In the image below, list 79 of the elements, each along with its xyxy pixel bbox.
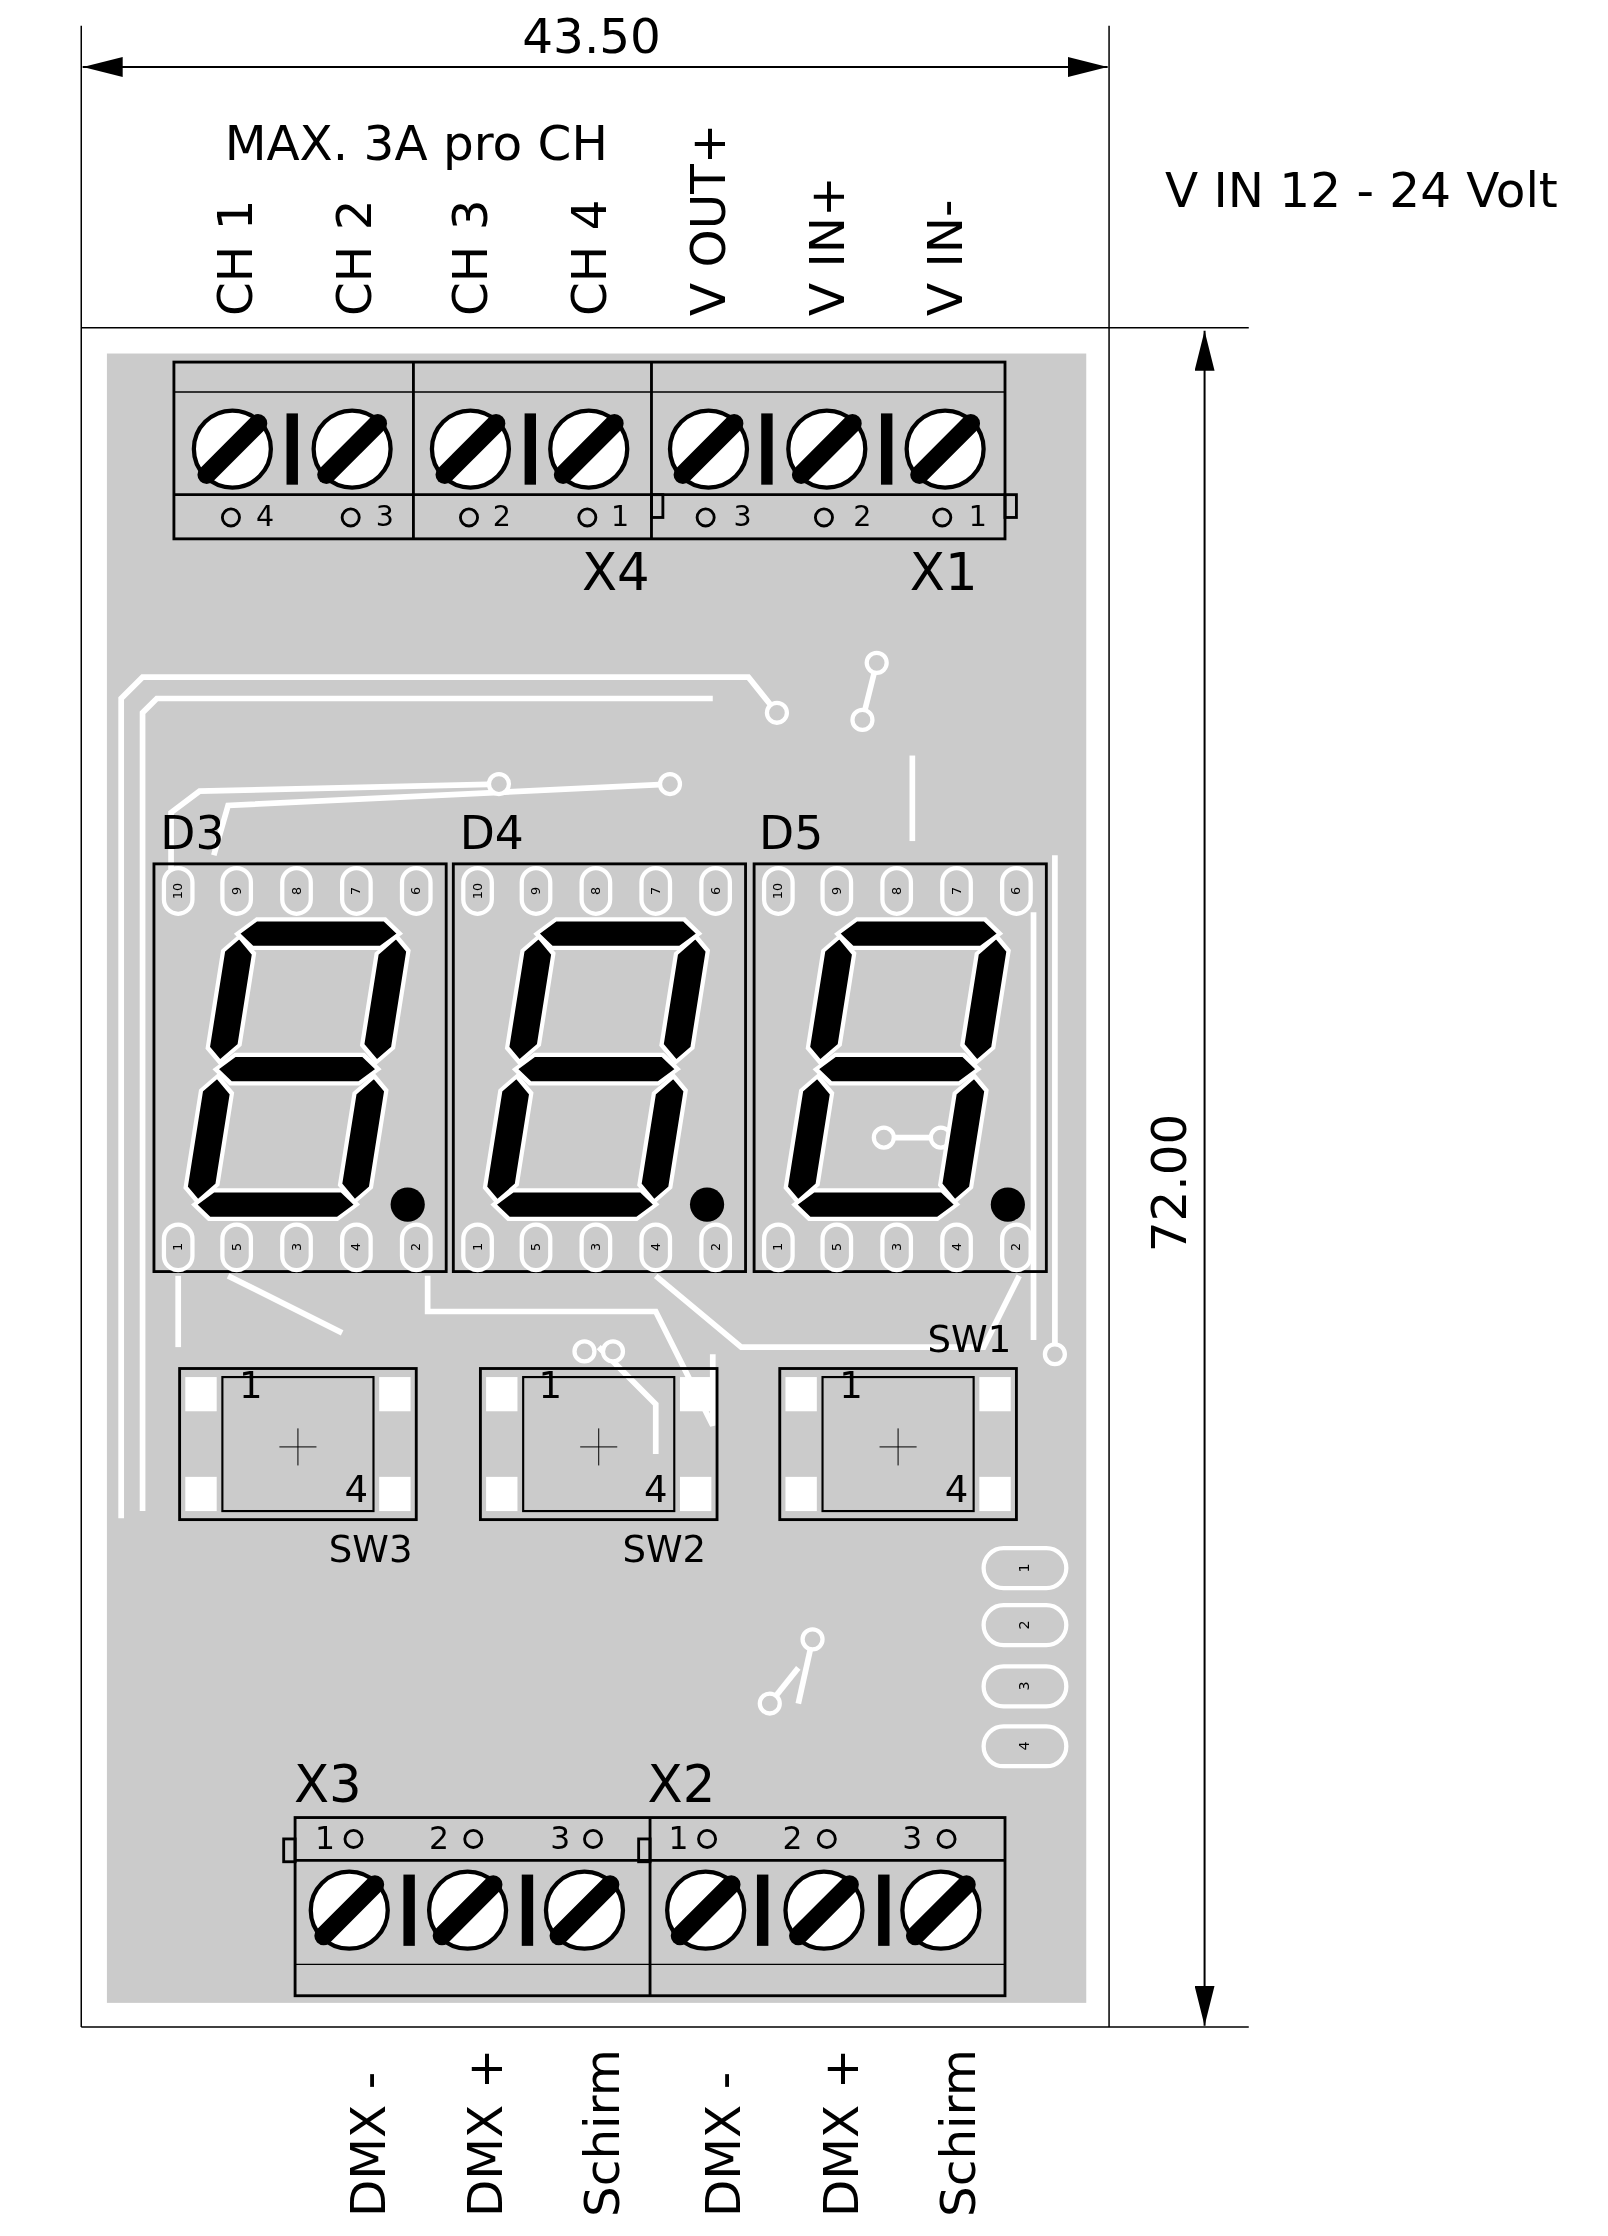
pin-number: 2 [1010,1243,1023,1252]
pin-number: 5 [830,1243,844,1252]
pin-number: 6 [1010,886,1023,896]
part-designator: SW2 [622,1531,707,1569]
pin-number: 2 [709,1243,722,1252]
terminal-label: CH 3 [446,199,495,317]
pin-number: 4 [1016,1741,1031,1751]
pin-number: 1 [668,1823,689,1855]
pin-number: 4 [643,1471,668,1509]
pin-number: 4 [649,1243,663,1252]
pin-number: 3 [589,1243,603,1252]
pin-number: 8 [589,886,603,896]
terminal-label: DMX - [343,2071,392,2217]
pin-number: 3 [733,503,752,532]
part-designator: X4 [581,547,650,599]
pin-number: 6 [409,886,423,896]
terminal-label: Schirm [933,2048,983,2217]
pin-number: 5 [529,1243,543,1252]
pin-number: 1 [1016,1563,1031,1573]
pin-number: 10 [171,882,185,900]
pin-number: 1 [968,503,987,532]
pin-number: 5 [230,1243,244,1252]
part-designator: SW3 [328,1531,413,1569]
pin-number: 6 [709,886,722,896]
terminal-label: DMX + [460,2048,509,2217]
pin-number: 4 [256,503,275,532]
pin-number: 9 [230,886,244,896]
pin-number: 1 [538,1367,563,1405]
pin-number: 4 [349,1243,363,1252]
part-designator: D5 [759,811,824,857]
pin-number: 4 [344,1471,369,1509]
pin-number: 9 [830,886,844,896]
pin-number: 9 [529,886,543,896]
pin-number: 1 [839,1367,863,1405]
pin-number: 3 [290,1243,303,1252]
terminal-label: V OUT+ [684,124,733,317]
pin-number: 1 [471,1243,484,1252]
pin-number: 2 [1016,1620,1031,1630]
pin-number: 2 [492,503,511,532]
terminal-label: DMX - [698,2071,747,2217]
terminal-label: CH 4 [564,199,613,317]
part-designator: X2 [647,1759,716,1811]
pin-number: 3 [375,503,394,532]
dimension-value: 43.50 [522,11,661,60]
terminal-label: V IN- [920,199,970,317]
pin-number: 4 [950,1243,963,1252]
pin-number: 2 [782,1823,803,1855]
pin-number: 7 [349,886,363,896]
pin-number: 1 [771,1243,785,1252]
part-designator: X3 [293,1759,362,1811]
pin-number: 8 [290,886,303,896]
terminal-label: CH 1 [210,199,260,317]
part-designator: X1 [909,547,978,599]
pin-number: 1 [239,1367,263,1405]
pin-number: 3 [1016,1681,1031,1691]
part-designator: D3 [160,811,225,857]
dimension-value: 72.00 [1144,1113,1194,1253]
pin-number: 10 [771,882,785,900]
part-designator: D4 [459,811,524,857]
pin-number: 7 [649,886,663,896]
pin-number: 3 [902,1823,923,1855]
supply-note: V IN 12 - 24 Volt [1164,165,1558,214]
pin-number: 4 [944,1471,969,1509]
pin-number: 3 [890,1243,904,1252]
terminal-label: Schirm [577,2048,626,2217]
terminal-label: CH 2 [329,199,378,317]
pin-number: 1 [315,1823,335,1855]
terminal-label: DMX + [816,2048,866,2217]
pin-number: 3 [550,1823,571,1855]
pin-number: 2 [409,1243,423,1252]
pin-number: 1 [611,503,630,532]
pin-number: 8 [890,886,904,896]
pin-number: 2 [853,503,872,532]
pin-number: 7 [950,886,963,896]
terminal-label: V IN+ [802,176,852,317]
pin-number: 2 [429,1823,450,1855]
pin-number: 10 [471,882,484,900]
part-designator: SW1 [927,1321,1012,1359]
pin-number: 1 [171,1243,185,1252]
